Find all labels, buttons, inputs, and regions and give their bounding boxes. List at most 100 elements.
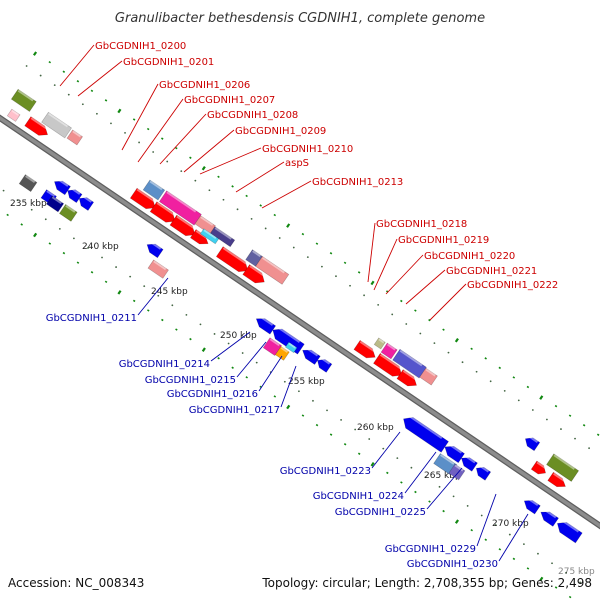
tick-dot [278, 237, 281, 239]
tick-dot [67, 93, 70, 96]
tick-label: 275 kbp [558, 567, 595, 577]
forward-leader-line [385, 254, 424, 295]
tick-dot [241, 352, 244, 354]
tick-mark [568, 414, 572, 417]
tick-mark [315, 242, 319, 245]
forward-gene-label: GbCGDNIH1_0219 [398, 235, 489, 246]
reverse-gene-label: GbCGDNIH1_0216 [167, 389, 258, 400]
tick-dot [194, 179, 197, 182]
tick-mark [245, 376, 248, 379]
reverse-leader-line [137, 277, 169, 316]
tick-dot [298, 390, 300, 393]
tick-dot [16, 199, 19, 202]
forward-feature [66, 129, 83, 146]
tick-dot [199, 323, 202, 326]
forward-feature [392, 348, 427, 379]
tick-mark [76, 80, 80, 83]
tick-mark [329, 252, 333, 255]
tick-mark [526, 385, 530, 389]
tick-mark [175, 328, 178, 331]
reverse-feature [274, 346, 290, 361]
forward-feature [158, 190, 202, 226]
forward-leader-line [367, 222, 376, 283]
reverse-leader-line [280, 365, 297, 408]
tick-dot [250, 217, 253, 220]
forward-gene [353, 339, 376, 359]
tick-dot [306, 256, 309, 259]
tick-dot [480, 514, 483, 517]
tick-dot [588, 447, 590, 450]
tick-dot [424, 476, 427, 479]
forward-feature [210, 226, 236, 248]
reverse-gene [54, 178, 71, 196]
tick-mark [33, 232, 38, 238]
tick-dot [236, 208, 239, 211]
reverse-gene [540, 508, 559, 527]
tick-dot [574, 437, 576, 440]
tick-mark [498, 548, 502, 551]
tick-mark [554, 404, 558, 408]
tick-dot [546, 418, 548, 421]
tick-mark [554, 586, 558, 589]
tick-mark [189, 156, 192, 159]
tick-dot [410, 466, 413, 469]
reverse-gene-label: GbCGDNIH1_0217 [189, 405, 280, 416]
tick-dot [25, 65, 28, 67]
tick-dot [30, 208, 33, 211]
tick-mark [370, 280, 375, 286]
tick-mark [231, 185, 234, 188]
tick-dot [438, 485, 441, 488]
tick-dot [58, 227, 61, 230]
tick-dot [523, 543, 525, 546]
tick-dot [312, 399, 314, 402]
reverse-gene [525, 435, 541, 452]
forward-gene [169, 214, 196, 237]
tick-dot [494, 524, 497, 526]
tick-mark [386, 471, 389, 475]
reverse-gene [556, 518, 583, 544]
forward-gene-label: GbCGDNIH1_0220 [424, 251, 515, 262]
tick-dot [363, 294, 365, 297]
tick-mark [301, 232, 305, 236]
tick-mark [62, 251, 66, 255]
tick-dot [433, 342, 436, 344]
reverse-feature [433, 453, 458, 476]
forward-gene-label: GbCGDNIH1_0206 [159, 80, 250, 91]
tick-mark [301, 414, 305, 417]
forward-gene [149, 201, 176, 223]
forward-feature [41, 111, 72, 139]
forward-feature [546, 453, 580, 482]
tick-dot [39, 74, 42, 77]
tick-mark [273, 395, 277, 398]
tick-mark [315, 423, 319, 427]
forward-leader-line [77, 60, 123, 97]
tick-dot [537, 552, 539, 555]
forward-leader-line [59, 44, 95, 87]
tick-mark [217, 357, 220, 360]
tick-mark [454, 519, 460, 524]
tick-dot [87, 247, 89, 249]
tick-dot [335, 275, 337, 278]
forward-feature [373, 337, 386, 350]
gene-features [6, 88, 583, 544]
forward-gene [547, 471, 567, 488]
tick-label: 265 kbp [424, 471, 461, 481]
tick-dot [368, 438, 371, 440]
tick-mark [117, 290, 122, 295]
tick-mark [104, 99, 108, 102]
tick-mark [117, 108, 122, 114]
tick-mark [484, 357, 487, 360]
tick-dot [166, 160, 169, 163]
tick-mark [259, 385, 263, 389]
tick-mark [6, 213, 9, 217]
reverse-gene-label: GbCGDNIH1_0229 [385, 544, 476, 555]
tick-mark [498, 366, 502, 370]
tick-mark [400, 299, 403, 303]
tick-mark [428, 500, 431, 503]
tick-dot [321, 265, 323, 268]
forward-feature [419, 367, 438, 386]
reverse-leader-line [404, 451, 437, 494]
tick-dot [475, 370, 478, 373]
forward-leader-line [137, 98, 184, 163]
